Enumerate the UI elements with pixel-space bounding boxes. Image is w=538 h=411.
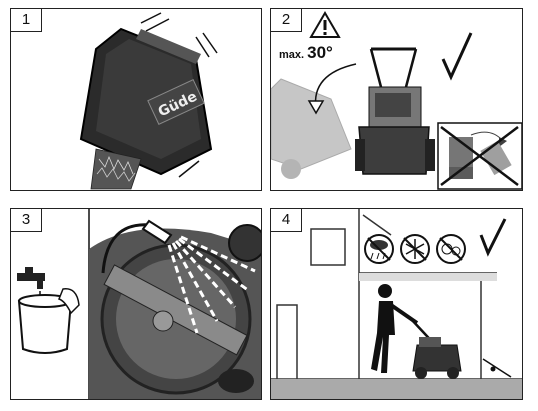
tilted-mower — [271, 78, 352, 179]
rain-icon — [364, 234, 394, 264]
step-4-storage: 4 — [270, 208, 523, 400]
max-slope-label: max. 30° — [279, 43, 333, 62]
grass-bag-illustration: Güde — [79, 12, 218, 190]
step-3-clean-deck: 3 — [10, 208, 262, 400]
forbidden-inset — [437, 122, 522, 190]
step-number: 4 — [271, 209, 302, 232]
checkmark-icon — [479, 218, 507, 257]
cleaning-illustration — [17, 209, 261, 399]
step-number: 2 — [271, 9, 302, 32]
warning-triangle-icon — [309, 11, 341, 38]
step-2-max-slope: 2 — [270, 8, 523, 191]
upright-mower — [355, 47, 435, 175]
spray-nozzle-icon — [141, 219, 173, 245]
storage-illustration — [271, 209, 522, 399]
person-with-mower — [371, 284, 462, 379]
checkmark-icon — [441, 32, 473, 81]
step-number: 1 — [11, 9, 42, 32]
step-1-empty-grass-bag: 1 Güde — [10, 8, 262, 191]
faucet-icon — [17, 267, 45, 297]
slope-illustration — [271, 11, 522, 190]
bucket-icon — [17, 288, 80, 354]
children-icon — [436, 234, 466, 264]
frost-icon — [400, 234, 430, 264]
step-number: 3 — [11, 209, 42, 232]
